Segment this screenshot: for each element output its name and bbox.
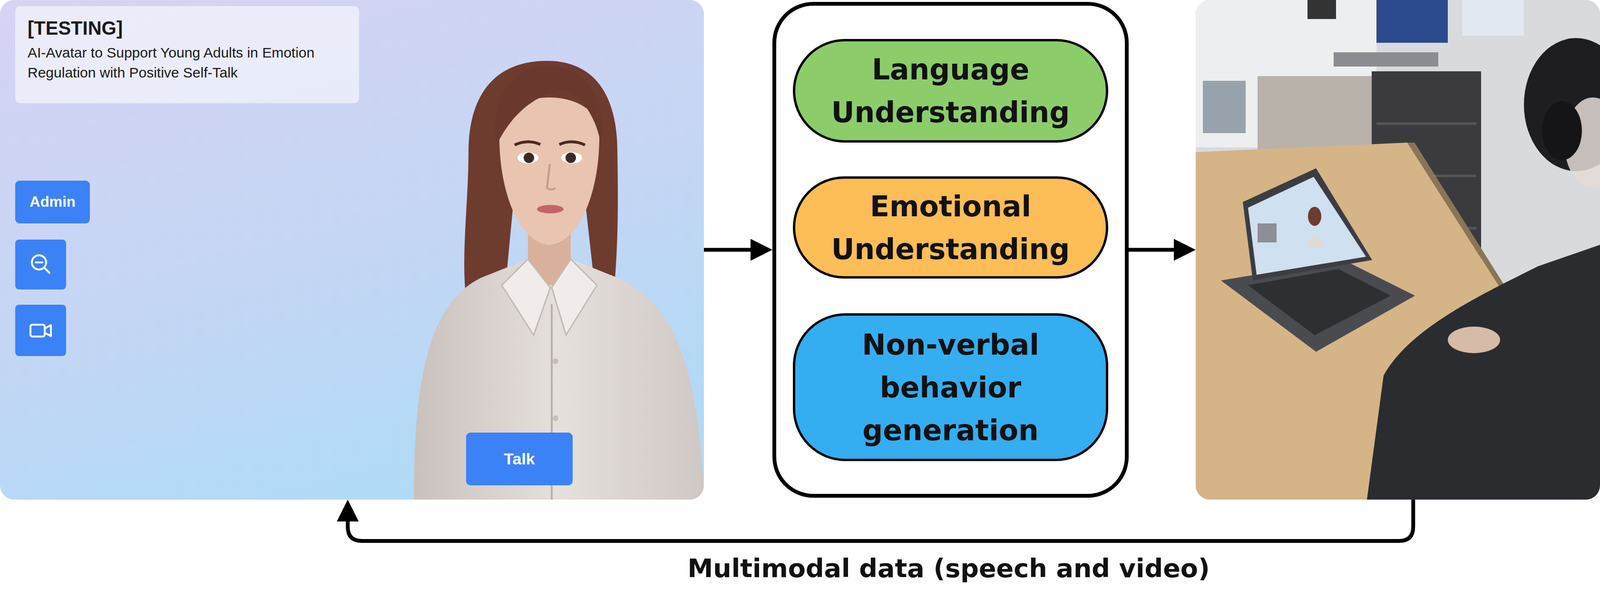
laptop-screen — [1242, 168, 1373, 281]
module-label: Language Understanding — [819, 48, 1083, 134]
button-label: Talk — [503, 449, 536, 469]
zoom-button — [15, 239, 67, 290]
flow-arrow — [703, 248, 763, 253]
module-container: Language UnderstandingEmotional Understa… — [772, 1, 1129, 498]
shirt-collar — [551, 259, 597, 336]
avatar-nose — [546, 164, 556, 190]
avatar-eye — [517, 152, 539, 164]
screen-video — [1257, 223, 1277, 243]
module-label: Emotional Understanding — [819, 185, 1083, 271]
shirt-button — [552, 358, 559, 365]
robot-arm — [1333, 52, 1439, 67]
qr-code — [1307, 0, 1337, 20]
avatar-iris — [523, 152, 535, 164]
screen-subtitle: AI-Avatar to Support Young Adults in Emo… — [27, 42, 347, 83]
screen-heading: [TESTING] — [27, 17, 347, 40]
process-pill: Language Understanding — [792, 39, 1109, 143]
avatar-fringe — [495, 65, 603, 146]
title-box: [TESTING]AI-Avatar to Support Young Adul… — [15, 6, 360, 104]
screen-avatar — [1304, 235, 1326, 248]
talk-button: Talk — [466, 432, 573, 486]
zoom-icon — [44, 267, 50, 274]
zoom-icon — [35, 261, 43, 264]
avatar-iris — [565, 152, 576, 164]
person-hands — [1447, 326, 1501, 354]
photo-scene — [1195, 0, 1600, 500]
process-pill: Emotional Understanding — [792, 176, 1109, 279]
module-label: Non-verbal behavior generation — [819, 323, 1083, 452]
button-label: Admin — [29, 193, 76, 211]
process-pill: Non-verbal behavior generation — [792, 313, 1109, 462]
screen-avatar — [1307, 206, 1322, 226]
headphones — [1541, 101, 1582, 161]
admin-button: Admin — [15, 180, 90, 224]
shelf-items — [1202, 80, 1246, 134]
video-icon — [44, 325, 51, 337]
shirt-collar — [501, 259, 551, 336]
poster — [1462, 0, 1524, 36]
poster — [1376, 0, 1448, 43]
flow-arrow — [1128, 248, 1187, 253]
person-body — [1366, 244, 1600, 500]
avatar-eyebrow — [514, 141, 541, 146]
video-icon — [30, 324, 45, 337]
laptop-base — [1220, 260, 1415, 352]
avatar-eye — [561, 152, 583, 164]
laptop-keyboard — [1248, 269, 1391, 336]
avatar-lips — [536, 204, 564, 214]
user-photo — [1195, 0, 1600, 500]
shirt-button — [552, 415, 559, 422]
laptop-display — [1248, 176, 1366, 275]
avatar-eyebrow — [559, 141, 586, 146]
drawer-line — [1376, 122, 1477, 126]
flow-arrow — [347, 499, 1414, 542]
edge-label: Multimodal data (speech and video) — [687, 553, 1210, 585]
video-button — [15, 304, 67, 357]
